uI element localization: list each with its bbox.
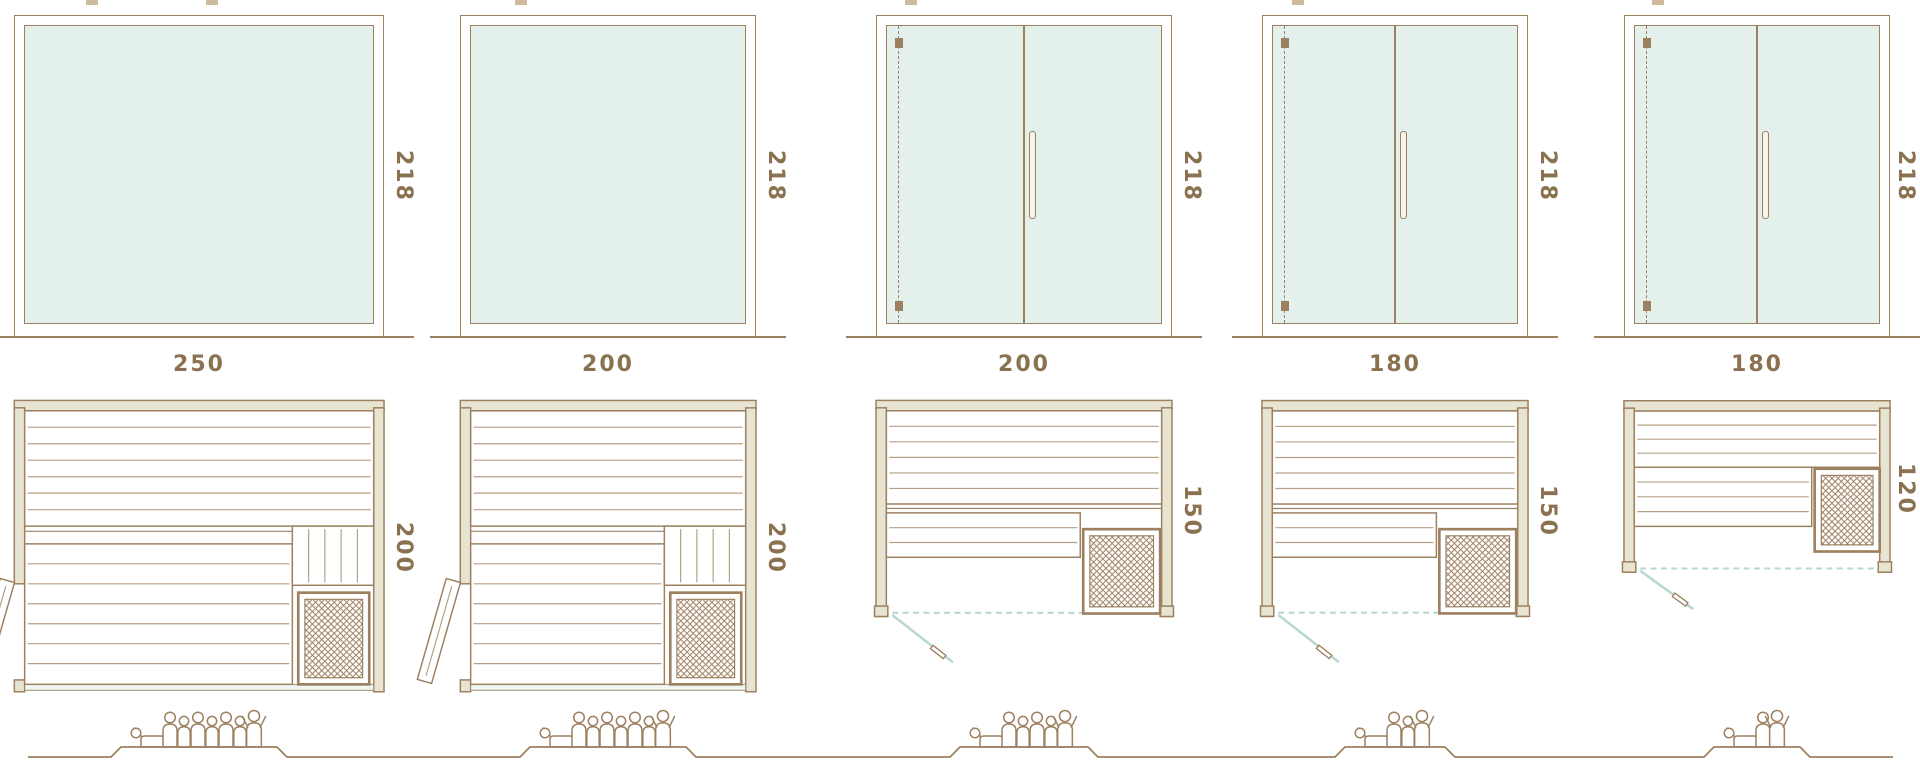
upper-bench [23, 410, 375, 532]
front-elevation-1 [14, 15, 384, 338]
heater [668, 591, 743, 686]
ground-line-segment [0, 336, 414, 338]
heater [1081, 527, 1162, 615]
plan-depth-label: 200 [391, 522, 416, 574]
door-handle [1029, 130, 1036, 219]
glass-panel [470, 25, 746, 324]
plan-width-label: 180 [1731, 352, 1783, 377]
plan-width-label: 180 [1369, 352, 1421, 377]
front-elevation-2 [460, 15, 756, 338]
heater [1813, 467, 1882, 553]
front-height-label: 218 [391, 150, 416, 202]
door-divider [1023, 26, 1025, 323]
plan-width-label: 200 [998, 352, 1050, 377]
upper-bench [1633, 410, 1881, 468]
crop-artifact [206, 0, 218, 5]
lower-bench [469, 543, 666, 686]
door-hinge-top-icon [1643, 38, 1651, 48]
front-height-label: 218 [763, 150, 788, 202]
door-hinge-bottom-icon [1643, 301, 1651, 311]
capacity-figures-2 [539, 709, 676, 748]
front-elevation-5 [1624, 15, 1890, 338]
ground-line-segment [1594, 336, 1920, 338]
door-hinge-line [1284, 26, 1285, 323]
capacity-figures-1 [130, 709, 267, 748]
door-handle [929, 644, 947, 660]
ground-line-segment [1232, 336, 1558, 338]
floor-plan-1 [0, 399, 385, 693]
capacity-figures-3 [969, 709, 1078, 748]
door-divider [1394, 26, 1396, 323]
upper-bench [1271, 410, 1519, 510]
lower-bench [23, 543, 294, 686]
capacity-figures-5 [1723, 709, 1790, 748]
door-swing [1277, 613, 1340, 664]
ground-line-segment [430, 336, 786, 338]
plan-depth-label: 200 [763, 522, 788, 574]
door-hinge-top-icon [1281, 38, 1289, 48]
plan-width-label: 200 [582, 352, 634, 377]
crop-artifact [86, 0, 98, 5]
capacity-ground-line [28, 746, 1893, 758]
floor-plan-4 [1259, 399, 1531, 664]
crop-artifact [1292, 0, 1304, 5]
door-hinge-bottom-icon [1281, 301, 1289, 311]
upper-bench [885, 410, 1163, 510]
door-handle [1400, 130, 1407, 219]
door-handle [1762, 130, 1769, 219]
door-divider [1756, 26, 1758, 323]
door-swing [891, 614, 954, 664]
plan-depth-label: 150 [1535, 485, 1560, 537]
glass-panel [886, 25, 1162, 324]
door-hinge-bottom-icon [895, 301, 903, 311]
door-hinge-line [898, 26, 899, 323]
ground-line-segment [846, 336, 1202, 338]
door-swing [1639, 569, 1695, 611]
front-elevation-3 [876, 15, 1172, 338]
front-elevation-4 [1262, 15, 1528, 338]
door-handle [1671, 592, 1689, 607]
heater [296, 591, 371, 686]
lower-bench [1633, 466, 1813, 528]
crop-artifact [1652, 0, 1664, 5]
door-handle [1315, 644, 1333, 660]
glass-panel [1272, 25, 1518, 324]
plan-width-label: 250 [173, 352, 225, 377]
door-hinge-line [1646, 26, 1647, 323]
bench-step [291, 525, 375, 587]
door-hinge-top-icon [895, 38, 903, 48]
capacity-figures-4 [1354, 709, 1435, 748]
door-leaf [416, 577, 462, 685]
crop-artifact [905, 0, 917, 5]
heater [1438, 527, 1518, 615]
crop-artifact [515, 0, 527, 5]
front-height-label: 218 [1893, 150, 1918, 202]
bench-step [663, 525, 747, 587]
plan-depth-label: 150 [1179, 485, 1204, 537]
plan-depth-label: 120 [1893, 463, 1918, 515]
glass-panel [24, 25, 374, 324]
lower-bench [1271, 512, 1438, 558]
walls [1259, 399, 1531, 618]
glass-panel [1634, 25, 1880, 324]
front-height-label: 218 [1535, 150, 1560, 202]
floor-plan-2 [416, 399, 757, 693]
lower-bench [885, 512, 1081, 559]
floor-plan-3 [873, 399, 1175, 664]
door-leaf [0, 577, 16, 685]
floor-plan-5 [1621, 400, 1893, 611]
front-height-label: 218 [1179, 150, 1204, 202]
upper-bench [469, 410, 747, 532]
